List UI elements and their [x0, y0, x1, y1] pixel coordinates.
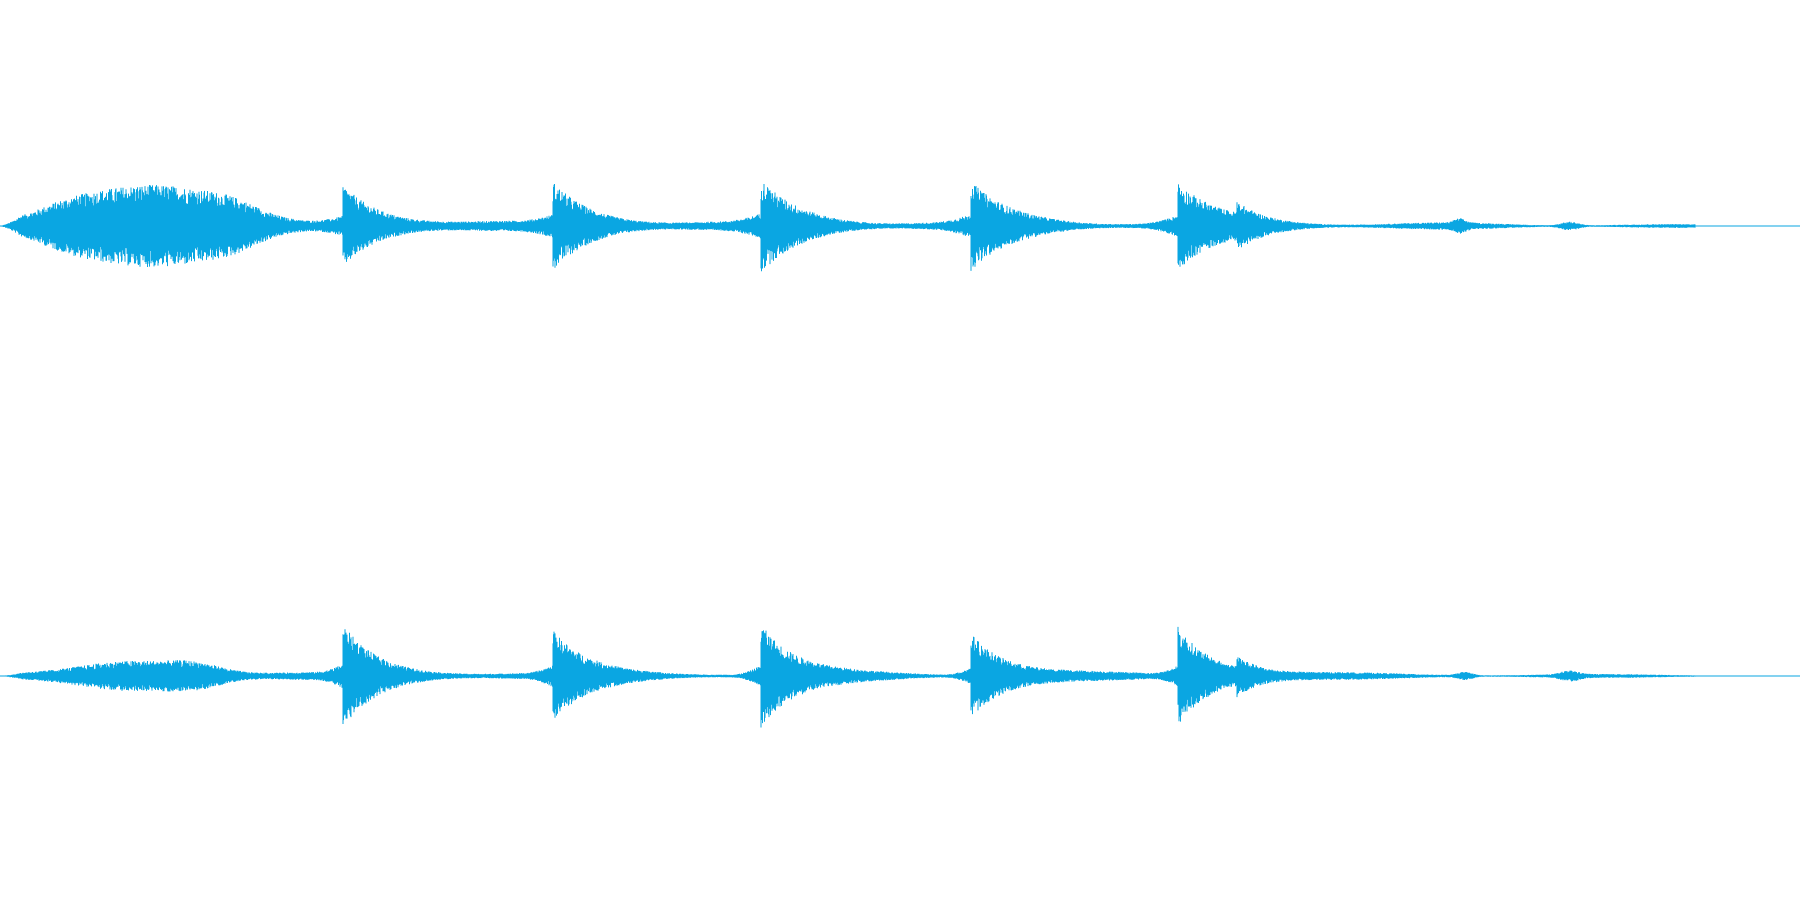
waveform-channel-right: [0, 626, 1800, 728]
channel-2-envelope: [2, 626, 1696, 728]
channel-1-envelope: [1, 184, 1696, 272]
waveform-channel-left: [0, 184, 1800, 272]
